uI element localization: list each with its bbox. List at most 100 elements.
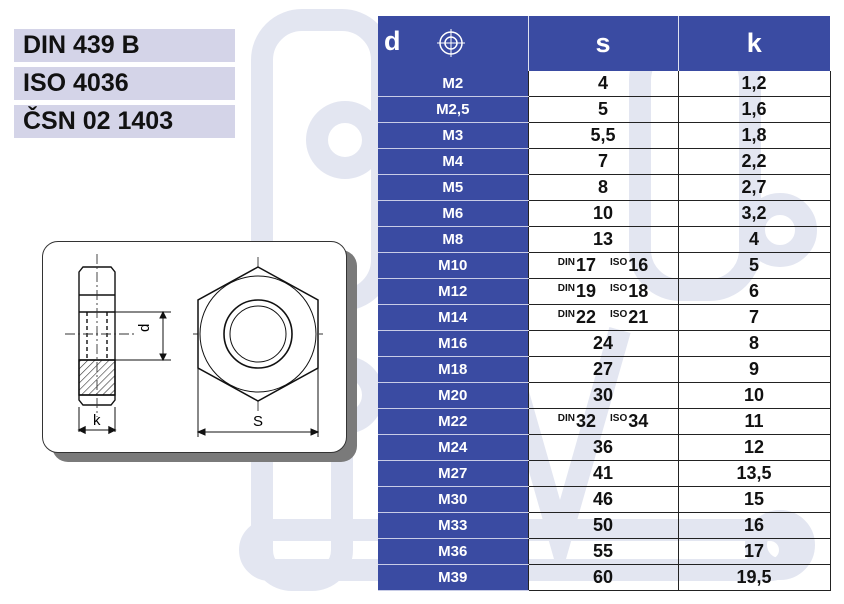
nut-height-cell: 7 <box>677 304 831 331</box>
dimension-label-d: d <box>136 324 153 332</box>
iso-superscript: ISO <box>610 309 628 320</box>
nut-height-cell: 3,2 <box>677 200 831 227</box>
din-superscript: DIN <box>557 413 575 424</box>
thread-size-cell: M3 <box>378 122 528 149</box>
header-s: s <box>528 16 679 71</box>
din-superscript: DIN <box>557 283 575 294</box>
width-across-flats-cell: 7 <box>527 148 678 175</box>
standard-label-csn: ČSN 02 1403 <box>14 105 235 138</box>
width-across-flats-cell: 24 <box>527 330 678 357</box>
nut-height-cell: 15 <box>677 486 831 513</box>
din-value: 19 <box>575 281 596 301</box>
width-across-flats-cell: 30 <box>527 382 678 409</box>
thread-size-cell: M2 <box>378 71 528 97</box>
width-across-flats-cell: 60 <box>527 564 678 591</box>
iso-superscript: ISO <box>610 283 628 294</box>
width-across-flats-cell: 55 <box>527 538 678 565</box>
thread-size-cell: M14 <box>378 304 528 331</box>
nut-height-cell: 1,8 <box>677 122 831 149</box>
din-value: 22 <box>575 307 596 327</box>
standard-label-din: DIN 439 B <box>14 29 235 62</box>
width-across-flats-cell: 27 <box>527 356 678 383</box>
width-across-flats-cell: 36 <box>527 434 678 461</box>
nut-height-cell: 10 <box>677 382 831 409</box>
thread-size-cell: M33 <box>378 512 528 539</box>
nut-height-cell: 16 <box>677 512 831 539</box>
width-across-flats-cell: 8 <box>527 174 678 201</box>
thread-size-cell: M39 <box>378 564 528 591</box>
thread-size-cell: M16 <box>378 330 528 357</box>
dimension-label-k: k <box>93 412 101 429</box>
nut-height-cell: 2,7 <box>677 174 831 201</box>
width-across-flats-cell: DIN19 ISO18 <box>527 278 678 305</box>
dimension-label-s: S <box>253 413 263 430</box>
thread-size-cell: M18 <box>378 356 528 383</box>
width-across-flats-cell: 46 <box>527 486 678 513</box>
width-across-flats-cell: 5 <box>527 96 678 123</box>
thread-size-cell: M4 <box>378 148 528 175</box>
thread-size-cell: M22 <box>378 408 528 435</box>
iso-superscript: ISO <box>610 257 628 268</box>
thread-size-cell: M6 <box>378 200 528 227</box>
iso-superscript: ISO <box>610 413 628 424</box>
nut-technical-drawing: d k S <box>65 254 323 437</box>
diameter-symbol-icon <box>437 29 465 57</box>
width-across-flats-cell: 10 <box>527 200 678 227</box>
thread-size-cell: M12 <box>378 278 528 305</box>
nut-height-cell: 17 <box>677 538 831 565</box>
thread-size-cell: M5 <box>378 174 528 201</box>
header-k: k <box>678 16 830 71</box>
header-d-label: d <box>384 26 401 56</box>
header-d: d <box>378 16 529 71</box>
width-across-flats-cell: 13 <box>527 226 678 253</box>
nut-drawing-panel: d k S <box>42 241 347 453</box>
nut-height-cell: 8 <box>677 330 831 357</box>
nut-height-cell: 13,5 <box>677 460 831 487</box>
nut-height-cell: 11 <box>677 408 831 435</box>
nut-height-cell: 1,6 <box>677 96 831 123</box>
table-header-row: d s k <box>378 16 830 71</box>
iso-value: 18 <box>628 281 649 301</box>
width-across-flats-cell: DIN22 ISO21 <box>527 304 678 331</box>
thread-size-cell: M36 <box>378 538 528 565</box>
width-across-flats-cell: 5,5 <box>527 122 678 149</box>
din-value: 17 <box>575 255 596 275</box>
nut-height-cell: 5 <box>677 252 831 279</box>
nut-height-cell: 9 <box>677 356 831 383</box>
nut-height-cell: 4 <box>677 226 831 253</box>
iso-value: 21 <box>628 307 649 327</box>
table-row: M14 DIN22 ISO21 7 <box>378 304 831 331</box>
din-superscript: DIN <box>557 309 575 320</box>
width-across-flats-cell: 50 <box>527 512 678 539</box>
nut-height-cell: 1,2 <box>677 71 831 97</box>
width-across-flats-cell: 4 <box>527 71 678 97</box>
iso-value: 34 <box>628 411 649 431</box>
iso-value: 16 <box>628 255 649 275</box>
thread-size-cell: M24 <box>378 434 528 461</box>
thread-size-cell: M8 <box>378 226 528 253</box>
thread-size-cell: M10 <box>378 252 528 279</box>
standard-label-iso: ISO 4036 <box>14 67 235 100</box>
nut-height-cell: 19,5 <box>677 564 831 591</box>
thread-size-cell: M2,5 <box>378 96 528 123</box>
width-across-flats-cell: 41 <box>527 460 678 487</box>
thread-size-cell: M20 <box>378 382 528 409</box>
